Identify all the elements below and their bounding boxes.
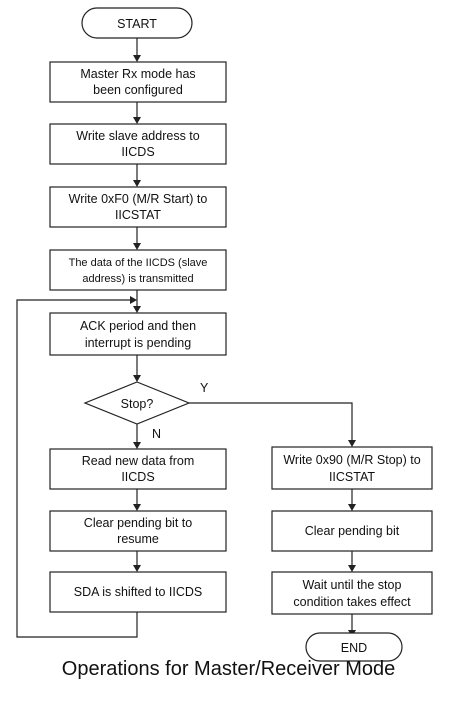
step-read (49, 448, 227, 490)
connector-yes (189, 402, 353, 440)
step-sda-line1: SDA is shifted to IICDS (74, 585, 203, 599)
step-write-start-line1: Write 0xF0 (M/R Start) to (69, 192, 208, 206)
decision-stop-label: Stop? (121, 397, 154, 411)
step-config-line2: been configured (93, 83, 183, 97)
step-clear-resume-line1: Clear pending bit to (84, 516, 192, 530)
step-write-address (49, 123, 227, 165)
end-terminal (305, 632, 403, 662)
step-write-address-line2: IICDS (121, 145, 154, 159)
step-wait-line2: condition takes effect (293, 595, 411, 609)
step-clear-line1: Clear pending bit (305, 524, 400, 538)
step-read-line1: Read new data from (82, 454, 195, 468)
arrowhead (133, 375, 141, 382)
arrowhead (133, 243, 141, 250)
step-write-stop-line2: IICSTAT (329, 470, 375, 484)
arrowhead (133, 55, 141, 62)
step-wait-line1: Wait until the stop (303, 578, 402, 592)
step-clear-resume-line2: resume (117, 532, 159, 546)
figure-caption: Operations for Master/Receiver Mode (61, 658, 396, 680)
loop-back-arrowhead (130, 296, 137, 304)
arrowhead (348, 440, 356, 447)
arrowhead (348, 504, 356, 511)
step-write-start (49, 186, 227, 228)
step-transmitted-line1: The data of the IICDS (slave (69, 257, 208, 269)
step-sda (49, 571, 227, 613)
step-ack (49, 312, 227, 356)
step-wait (271, 571, 433, 615)
step-transmitted-line2: address) is transmitted (82, 273, 193, 285)
step-clear-resume (49, 510, 227, 552)
no-label: N (152, 427, 161, 441)
arrowhead (133, 565, 141, 572)
step-config-line1: Master Rx mode has (80, 67, 195, 81)
step-transmitted (49, 249, 227, 291)
arrowhead (133, 306, 141, 313)
step-ack-line1: ACK period and then (80, 319, 196, 333)
arrowhead (133, 442, 141, 449)
step-clear (271, 510, 433, 552)
step-config (49, 61, 227, 103)
start-label: START (117, 17, 157, 31)
step-ack-line2: interrupt is pending (85, 336, 191, 350)
step-write-start-line2: IICSTAT (115, 208, 161, 222)
arrowhead (348, 565, 356, 572)
arrowhead (133, 504, 141, 511)
arrowhead (133, 117, 141, 124)
end-label: END (341, 641, 367, 655)
arrowhead (133, 180, 141, 187)
step-write-stop-line1: Write 0x90 (M/R Stop) to (283, 453, 420, 467)
step-write-stop (271, 446, 433, 490)
loop-back-line (16, 299, 138, 638)
step-read-line2: IICDS (121, 470, 154, 484)
step-write-address-line1: Write slave address to (76, 129, 199, 143)
yes-label: Y (200, 381, 209, 395)
